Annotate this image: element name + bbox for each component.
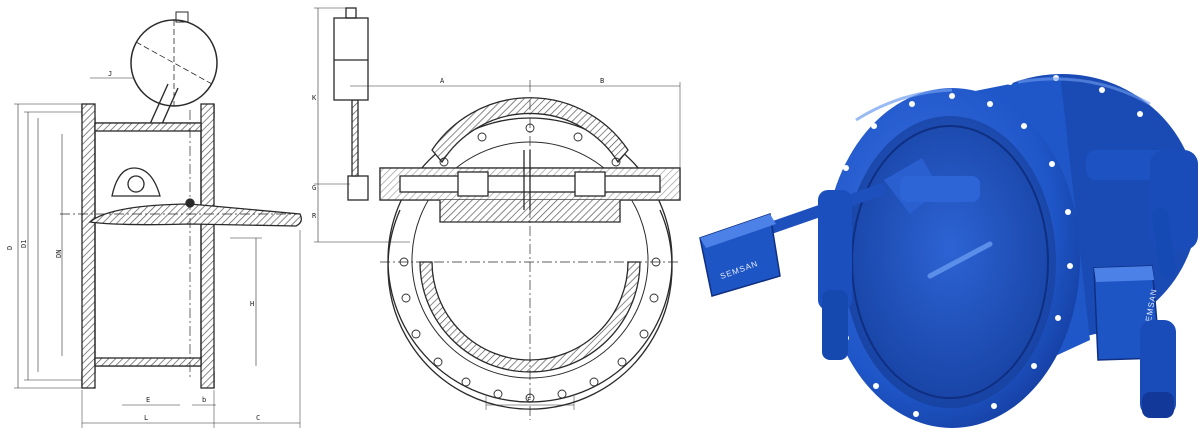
dim-label-g: G: [312, 184, 316, 192]
dim-label-a: A: [440, 77, 445, 85]
dim-label-j: J: [108, 70, 112, 78]
dim-label-dn: DN: [55, 250, 63, 258]
front-view-drawing: [314, 7, 681, 420]
dim-label-l: L: [144, 414, 148, 422]
valve-photo: SEMSAN SEMSAN: [699, 74, 1198, 428]
dim-label-r: R: [312, 212, 317, 220]
lever-rod: [351, 99, 359, 177]
pipe-body-outline: [81, 104, 215, 124]
dim-label-k: K: [312, 94, 317, 102]
dim-label-c: C: [256, 414, 260, 422]
side-view-drawing: [14, 11, 302, 428]
counterweight-block: [333, 17, 369, 101]
dim-label-b: b: [202, 396, 206, 404]
dim-label-d1: D: [6, 246, 14, 250]
dim-label-h: H: [250, 300, 254, 308]
disc-profile: [88, 203, 302, 227]
dim-label-e: E: [146, 396, 150, 404]
dim-label-f: F: [527, 396, 531, 404]
dim-label-d2: D1: [20, 240, 28, 248]
dim-label-b-front: B: [600, 77, 604, 85]
lever-arm: [149, 83, 179, 125]
